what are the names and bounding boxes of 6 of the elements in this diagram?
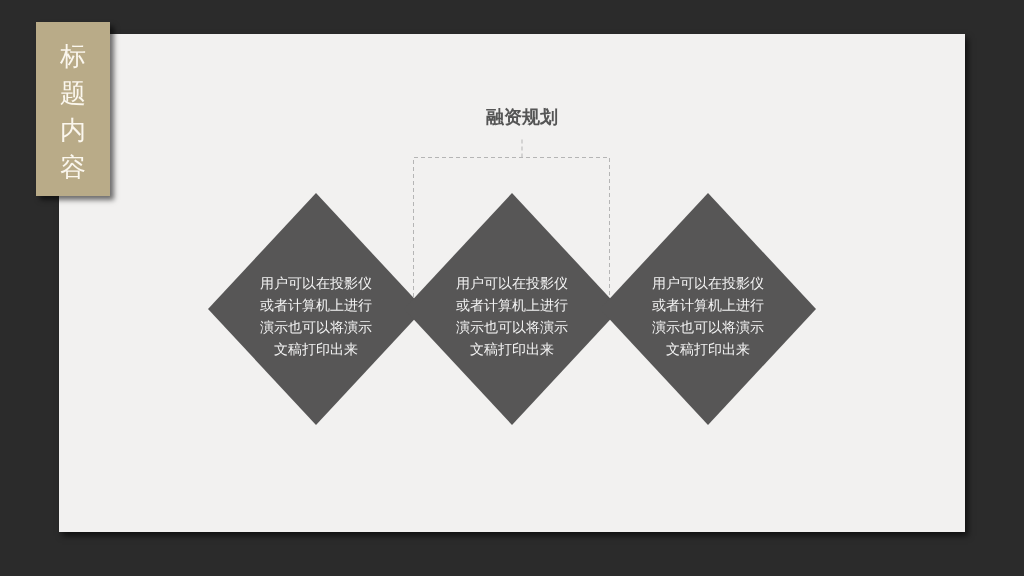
bracket-label: 融资规划 (485, 105, 559, 129)
title-text: 标题内容 (59, 40, 87, 184)
diamond-text: 用户可以在投影仪或者计算机上进行演示也可以将演示文稿打印出来 (259, 274, 373, 359)
title-tab (36, 22, 110, 196)
diamond-text: 用户可以在投影仪或者计算机上进行演示也可以将演示文稿打印出来 (455, 274, 569, 359)
diamond-text: 用户可以在投影仪或者计算机上进行演示也可以将演示文稿打印出来 (651, 274, 765, 359)
